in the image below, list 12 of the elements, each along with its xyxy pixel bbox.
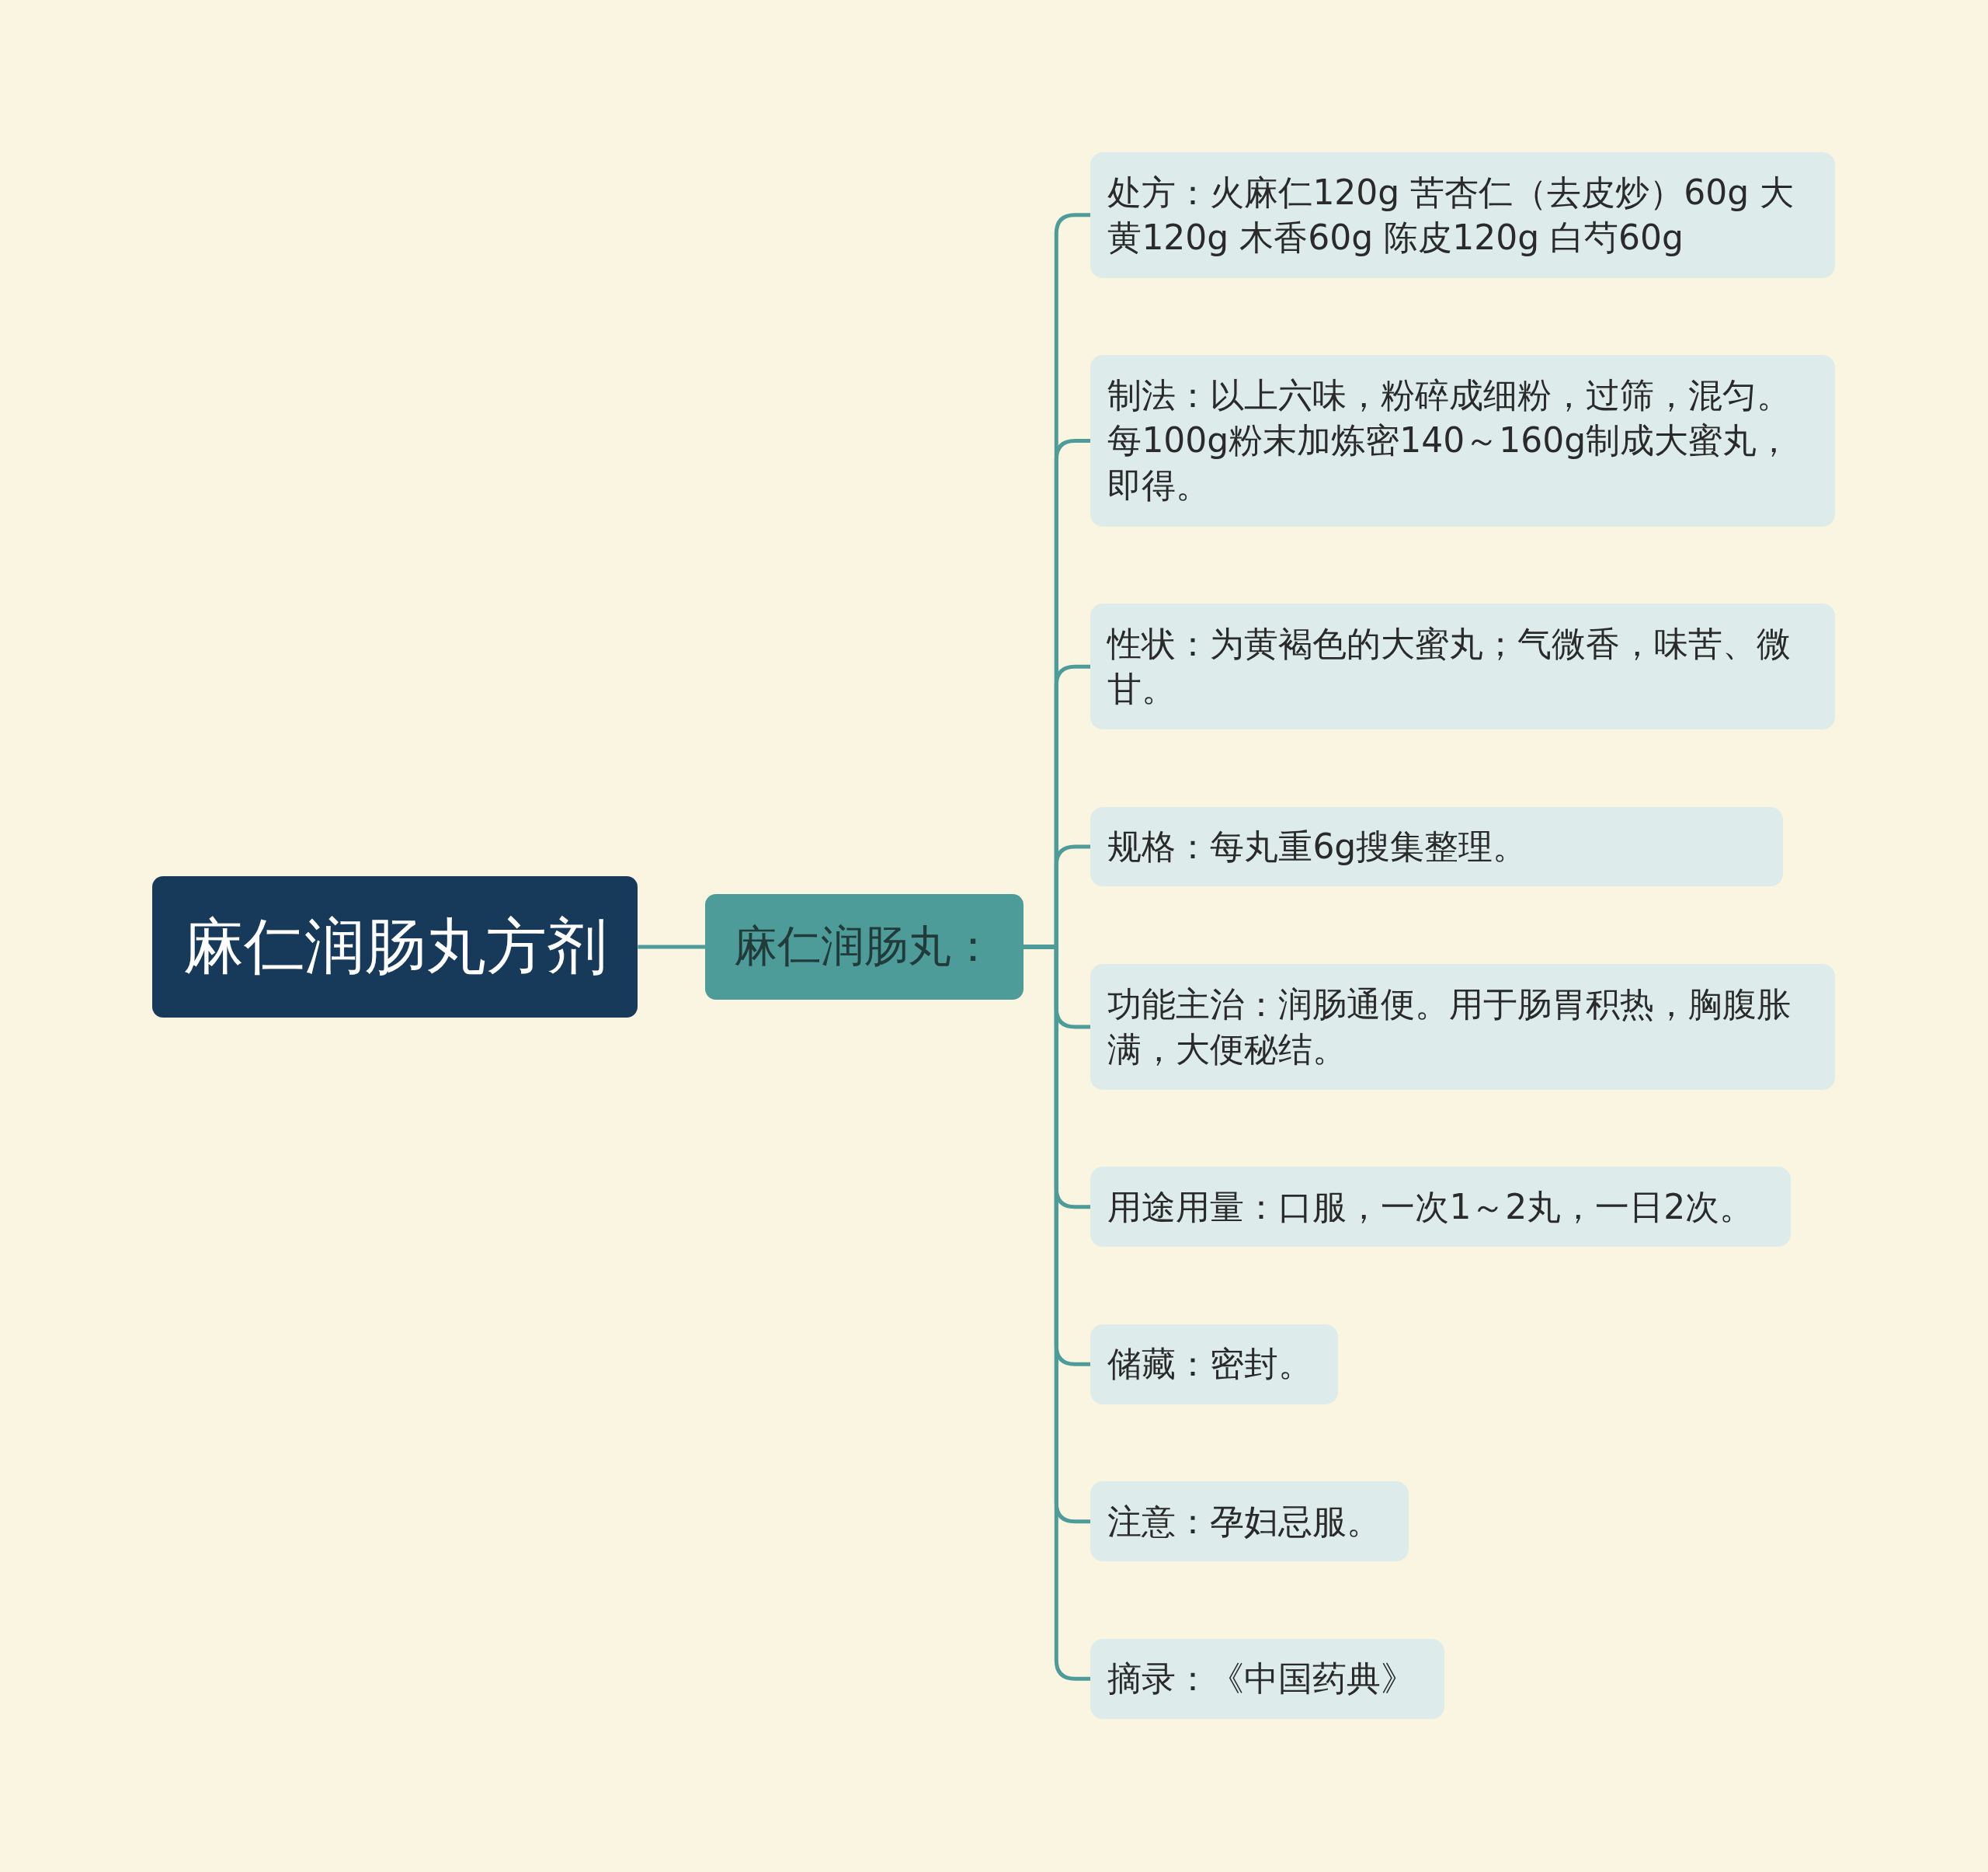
topic-box: 摘录：《中国药典》 (1090, 1638, 1444, 1719)
topic-box: 制法：以上六味，粉碎成细粉，过筛，混匀。每100g粉末加炼密140～160g制成大蜜丸，即得。 (1090, 355, 1835, 527)
topic-box: 功能主治：润肠通便。用于肠胃积热，胸腹胀满，大便秘结。 (1090, 964, 1835, 1090)
topic-box: 注意：孕妇忌服。 (1090, 1481, 1409, 1562)
topic-box: 储藏：密封。 (1090, 1324, 1338, 1404)
topic-box: 处方：火麻仁120g 苦杏仁（去皮炒）60g 大黄120g 木香60g 陈皮120g 白芍60g (1090, 151, 1835, 278)
topic-box: 规格：每丸重6g搜集整理。 (1090, 806, 1783, 887)
root-topic-box: 麻仁润肠丸方剂 (151, 876, 638, 1018)
topic-box: 性状：为黄褐色的大蜜丸；气微香，味苦、微甘。 (1090, 604, 1835, 729)
topic-box: 用途用量：口服，一次1～2丸，一日2次。 (1090, 1167, 1791, 1247)
connector-line (638, 945, 705, 949)
branch-topic-box: 麻仁润肠丸： (704, 894, 1024, 1000)
